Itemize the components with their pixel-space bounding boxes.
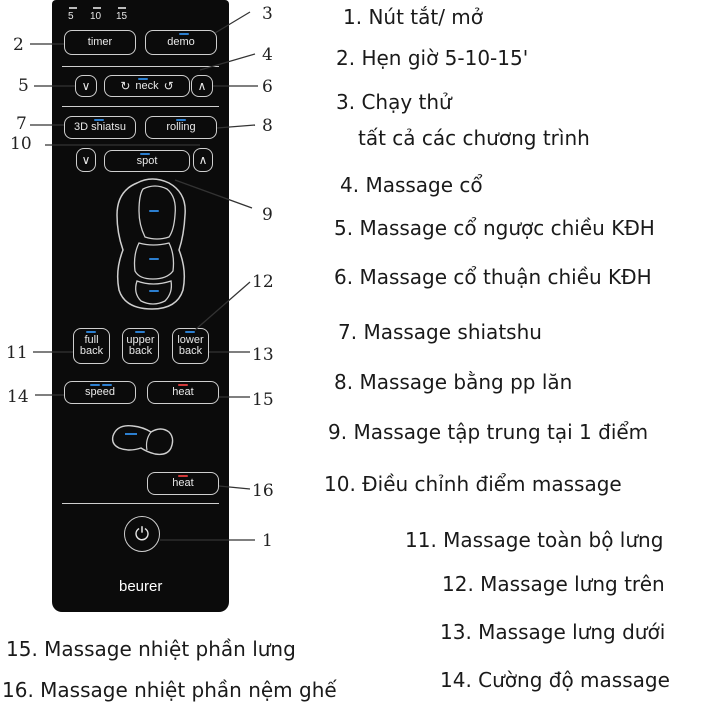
callout-5: 5 [18, 76, 29, 96]
timer-tick-15: 15 [116, 11, 128, 22]
legend-item-1: 1. Nút tắt/ mở [343, 5, 484, 29]
lower-back-button[interactable]: lower back [172, 328, 209, 364]
shiatsu-button[interactable]: 3D shiatsu [64, 116, 136, 139]
back-zone-icon [116, 178, 186, 310]
spot-button[interactable]: spot [104, 150, 190, 172]
power-icon: ⏻ [134, 523, 150, 544]
timer-led-5 [69, 7, 77, 9]
callout-11: 11 [6, 343, 28, 363]
full-back-button[interactable]: full back [73, 328, 110, 364]
callout-1: 1 [262, 531, 273, 551]
full-back-led [86, 331, 96, 333]
timer-button[interactable]: timer [64, 30, 136, 55]
brand-logo: beurer [119, 578, 163, 595]
neck-cw-icon: ↺ [163, 78, 174, 93]
upper-back-button[interactable]: upper back [122, 328, 159, 364]
seat-cushion-icon [111, 425, 174, 456]
legend-item-13: 13. Massage lưng dưới [440, 620, 666, 644]
legend-item-12: 12. Massage lưng trên [442, 572, 665, 596]
heat-back-button[interactable]: heat [147, 381, 219, 404]
legend-item-11: 11. Massage toàn bộ lưng [405, 528, 664, 552]
divider [62, 106, 219, 107]
neck-cw-button[interactable]: ∧ [191, 75, 213, 97]
legend-item-15: 15. Massage nhiệt phần lưng [6, 637, 296, 661]
callout-14: 14 [7, 387, 29, 407]
neck-button[interactable]: ↻ neck ↺ [104, 75, 190, 97]
speed-button[interactable]: speed [64, 381, 136, 404]
spot-down-button[interactable]: ∨ [76, 148, 96, 172]
neck-label: neck [135, 79, 159, 92]
callout-12: 12 [252, 272, 274, 292]
divider [62, 503, 219, 504]
legend-item-7: 7. Massage shiatshu [338, 320, 542, 344]
timer-led-10 [93, 7, 101, 9]
callout-10: 10 [10, 134, 32, 154]
legend-item-5: 5. Massage cổ ngược chiều KĐH [334, 216, 655, 240]
lower-zone-led [149, 290, 159, 292]
lower-back-led [185, 331, 195, 333]
callout-2: 2 [13, 35, 24, 55]
divider [62, 66, 219, 67]
legend-item-2: 2. Hẹn giờ 5-10-15' [336, 46, 529, 70]
upper-zone-led [149, 210, 159, 212]
legend-item-8: 8. Massage bằng pp lăn [334, 370, 573, 394]
neck-led [138, 78, 148, 80]
legend-item-14: 14. Cường độ massage [440, 668, 670, 692]
callout-3: 3 [262, 4, 273, 24]
spot-up-button[interactable]: ∧ [193, 148, 213, 172]
timer-led-15 [118, 7, 126, 9]
callout-16: 16 [252, 481, 274, 501]
heat-seat-button[interactable]: heat [147, 472, 219, 495]
legend-item-9: 9. Massage tập trung tại 1 điểm [328, 420, 649, 444]
callout-9: 9 [262, 205, 273, 225]
timer-tick-10: 10 [90, 11, 102, 22]
legend-item-4: 4. Massage cổ [340, 173, 483, 197]
callout-7: 7 [16, 114, 27, 134]
heat-seat-led [178, 475, 188, 477]
legend-item-16: 16. Massage nhiệt phần nệm ghế [2, 678, 337, 702]
middle-zone-led [149, 258, 159, 260]
speed-led-2 [102, 384, 112, 386]
power-button[interactable]: ⏻ [124, 516, 160, 552]
rolling-button[interactable]: rolling [145, 116, 217, 139]
shiatsu-led [94, 119, 104, 121]
upper-back-led [135, 331, 145, 333]
heat-back-led [178, 384, 188, 386]
callout-13: 13 [252, 345, 274, 365]
demo-led [179, 33, 189, 35]
timer-tick-5: 5 [68, 11, 74, 22]
rolling-led [176, 119, 186, 121]
legend-item-10: 10. Điều chỉnh điểm massage [324, 472, 622, 496]
legend-item-3: 3. Chạy thử [336, 90, 452, 114]
remote-control: 5 10 15 timer demo ∨ ↻ neck ↺ ∧ 3D shiat… [52, 0, 229, 612]
callout-4: 4 [262, 45, 273, 65]
neck-ccw-button[interactable]: ∨ [75, 75, 97, 97]
legend-item-6: 6. Massage cổ thuận chiều KĐH [334, 265, 652, 289]
callout-6: 6 [262, 77, 273, 97]
demo-button[interactable]: demo [145, 30, 217, 55]
legend-item-3-continued: tất cả các chương trình [358, 126, 590, 150]
neck-ccw-icon: ↻ [120, 78, 131, 93]
spot-led [140, 153, 150, 155]
callout-8: 8 [262, 116, 273, 136]
speed-led-1 [90, 384, 100, 386]
callout-15: 15 [252, 390, 274, 410]
